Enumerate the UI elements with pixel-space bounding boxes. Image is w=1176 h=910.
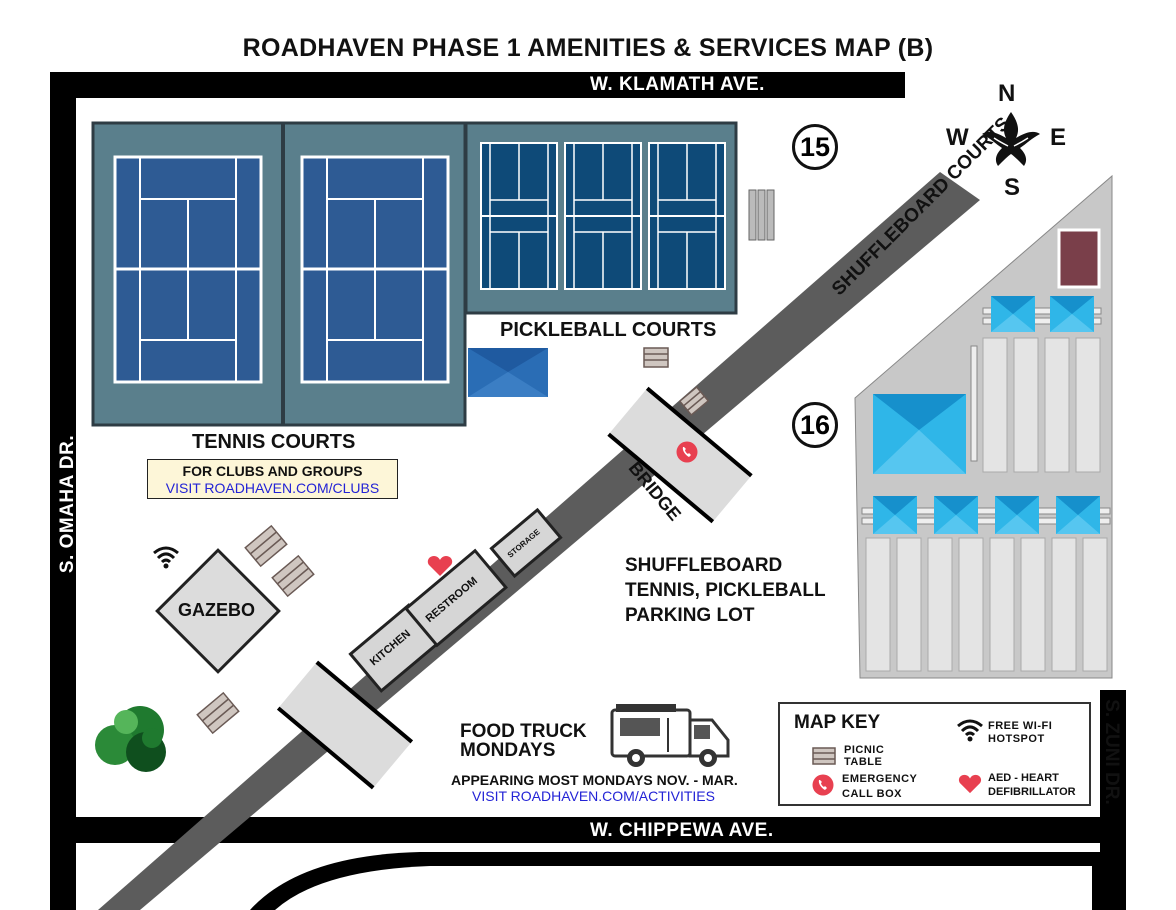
street-south-inner — [275, 866, 1092, 910]
pickleball-court-2 — [564, 142, 642, 290]
key-picnic-line2: TABLE — [844, 756, 883, 768]
phoenix-logo-icon — [982, 112, 1040, 166]
street-label-east: S. ZUNI DR. — [1101, 699, 1122, 805]
wifi-icon — [153, 546, 179, 569]
key-picnic-label: PICNIC TABLE — [844, 744, 884, 768]
map-key-title: MAP KEY — [794, 712, 881, 733]
shuffleboard-canopies-lower — [861, 496, 1111, 534]
picnic-table-icon — [812, 747, 836, 765]
street-chippewa — [76, 817, 1126, 843]
map-title: ROADHAVEN PHASE 1 AMENITIES & SERVICES M… — [242, 34, 934, 62]
parking-line2: TENNIS, PICKLEBALL — [625, 580, 826, 601]
restroom-building — [403, 548, 509, 648]
key-wifi-line2: HOTSPOT — [988, 733, 1045, 745]
compass-e: E — [1050, 124, 1067, 151]
shuffleboard-lanes-lower — [865, 537, 1108, 672]
key-aed-label: AED - HEART DEFIBRILLATOR — [988, 771, 1076, 799]
key-wifi-icon — [957, 719, 983, 742]
pickleball-canopy — [468, 348, 548, 397]
tennis-court-1 — [113, 155, 263, 384]
pickleball-court-3 — [648, 142, 726, 290]
gazebo-building — [155, 548, 281, 674]
bridge-lower — [276, 660, 414, 790]
street-zuni — [1100, 690, 1126, 910]
lot-number-15: 15 — [792, 124, 838, 170]
shuffleboard-canopy-big — [873, 394, 966, 474]
key-aed-line2: DEFIBRILLATOR — [988, 786, 1076, 798]
food-truck-line1: FOOD TRUCK — [460, 721, 587, 742]
key-emergency-line1: EMERGENCY — [842, 773, 918, 785]
food-truck-icon — [610, 704, 730, 767]
shuffleboard-lanes-upper — [982, 337, 1101, 473]
parking-line3: PARKING LOT — [625, 605, 755, 626]
compass-s: S — [1004, 174, 1021, 201]
gazebo-label: GAZEBO — [178, 600, 256, 620]
key-wifi-label: FREE WI-FI HOTSPOT — [988, 720, 1052, 746]
tennis-court-2 — [300, 155, 450, 384]
street-label-north: W. KLAMATH AVE. — [590, 74, 765, 95]
key-emergency-label: EMERGENCY CALL BOX — [842, 772, 917, 802]
pickleball-courts-label: PICKLEBALL COURTS — [500, 319, 717, 341]
street-klamath — [50, 72, 905, 98]
food-truck-schedule: APPEARING MOST MONDAYS NOV. - MAR. — [451, 772, 738, 788]
compass-w: W — [946, 124, 969, 151]
lot-number-16: 16 — [792, 402, 838, 448]
key-emergency-line2: CALL BOX — [842, 788, 903, 800]
key-wifi-line1: FREE WI-FI — [988, 720, 1053, 732]
emergency-phone-icon — [812, 774, 834, 796]
storage-building — [489, 507, 563, 579]
map-key: MAP KEY PICNIC TABLE EMERGENCY CALL BOX … — [778, 702, 1091, 806]
tree-icon — [95, 706, 166, 772]
picnic-tables — [196, 347, 710, 735]
street-label-south: W. CHIPPEWA AVE. — [590, 820, 774, 841]
clubs-note-line1: FOR CLUBS AND GROUPS — [182, 463, 363, 479]
food-truck-link[interactable]: VISIT ROADHAVEN.COM/ACTIVITIES — [472, 788, 715, 804]
street-omaha — [50, 72, 76, 910]
key-heart-icon — [958, 774, 982, 794]
clubs-note: FOR CLUBS AND GROUPS VISIT ROADHAVEN.COM… — [147, 459, 398, 499]
pickleball-court-1 — [480, 142, 558, 290]
compass-n: N — [998, 80, 1016, 107]
tennis-courts-label: TENNIS COURTS — [192, 431, 356, 453]
key-picnic-line1: PICNIC — [844, 744, 885, 756]
shuffleboard-canopies-upper — [982, 296, 1102, 332]
food-truck-title: FOOD TRUCK MONDAYS — [460, 722, 587, 760]
street-label-west: S. OMAHA DR. — [57, 434, 78, 574]
parking-lot-label: SHUFFLEBOARD TENNIS, PICKLEBALL PARKING … — [625, 553, 826, 628]
bench-pickleball — [748, 189, 775, 241]
parking-line1: SHUFFLEBOARD — [625, 555, 783, 576]
heart-icon — [427, 556, 453, 576]
key-aed-line1: AED - HEART — [988, 772, 1059, 784]
clubs-note-link[interactable]: VISIT ROADHAVEN.COM/CLUBS — [165, 480, 380, 496]
food-truck-line2: MONDAYS — [460, 740, 556, 761]
phone-icon — [676, 441, 698, 463]
shuffleboard-building — [1057, 228, 1101, 289]
